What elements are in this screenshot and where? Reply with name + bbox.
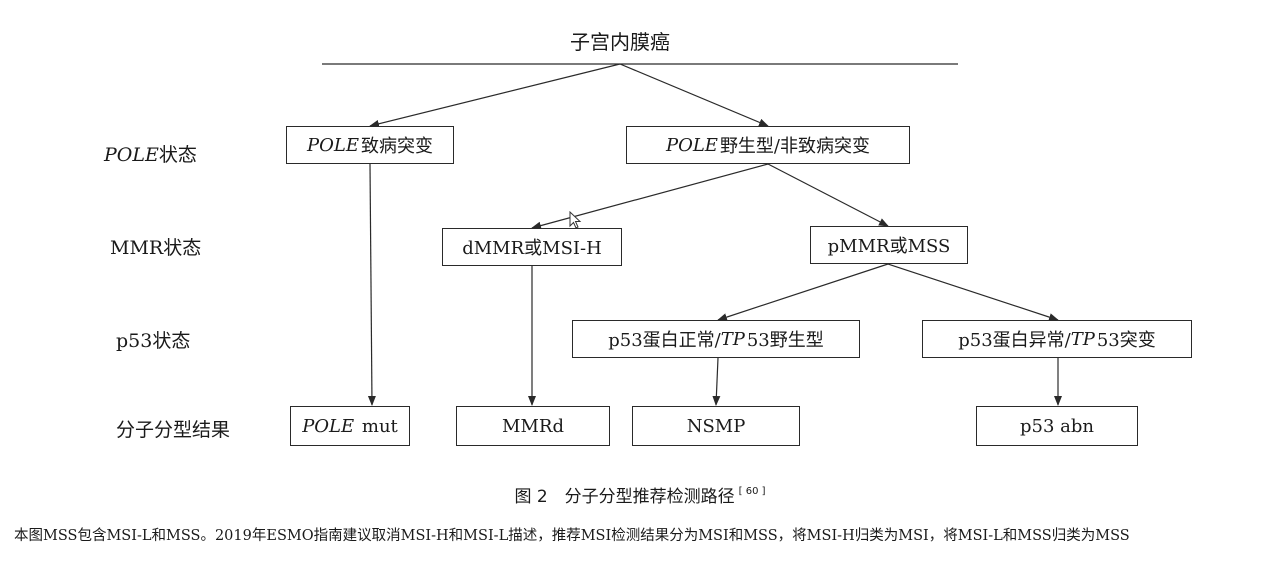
row-label-result: 分子分型结果 — [116, 419, 231, 441]
edge-wildtype-pmmr — [767, 163, 889, 227]
figure-caption: 图 2 分子分型推荐检测路径[ 60 ] — [514, 486, 766, 507]
figure-note: 本图MSS包含MSI-L和MSS。2019年ESMO指南建议取消MSI-H和MS… — [14, 528, 1130, 544]
result-p53-abn: p53 abn — [976, 406, 1138, 446]
edge-pmmr-p53abnormal — [887, 263, 1059, 321]
edge-root-pole-pathogenic — [369, 63, 621, 128]
row-label-p53: p53状态 — [116, 330, 191, 352]
result-pole-mut: POLE mut — [290, 406, 410, 446]
result-mmrd: MMRd — [456, 406, 610, 446]
caption-reference: [ 60 ] — [738, 486, 766, 497]
result-nsmp: NSMP — [632, 406, 800, 446]
row-label-mmr: MMR状态 — [110, 237, 202, 259]
edge-wildtype-dmmr — [531, 163, 769, 230]
node-pmmr-mss: pMMR或MSS — [810, 226, 968, 264]
edge-pmmr-p53normal — [717, 263, 889, 321]
edge-p53normal-nsmp — [712, 357, 721, 406]
node-dmmr-msi-h: dMMR或MSI-H — [442, 228, 622, 266]
mouse-cursor-icon — [569, 211, 582, 229]
edge-pole-pathogenic-result — [367, 163, 376, 406]
root-node-title: 子宫内膜癌 — [570, 30, 670, 54]
row-label-pole: POLE状态 — [104, 144, 197, 166]
edge-root-pole-wildtype — [619, 63, 769, 127]
